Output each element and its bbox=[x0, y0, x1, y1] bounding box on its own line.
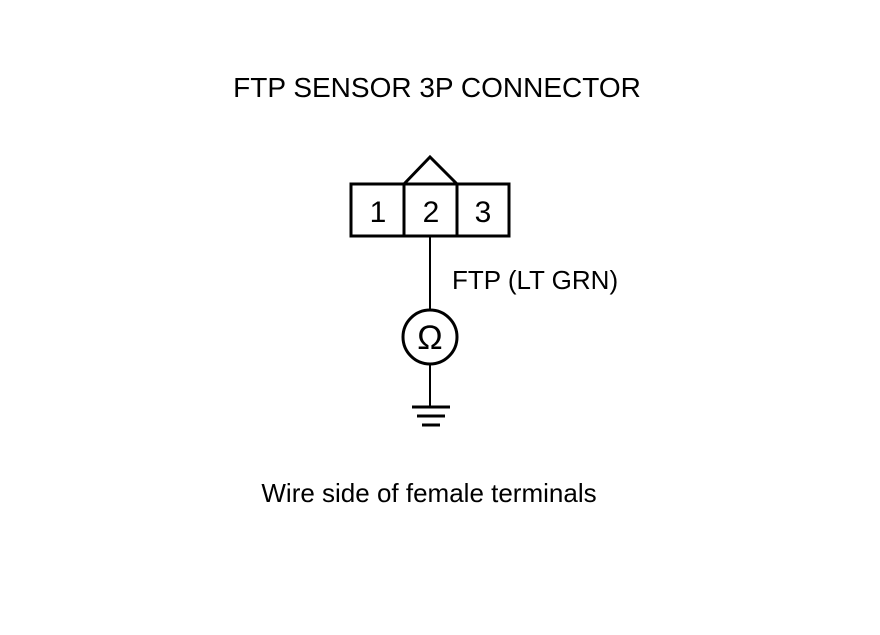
diagram-title: FTP SENSOR 3P CONNECTOR bbox=[233, 72, 641, 103]
ohmmeter-icon: Ω bbox=[401, 308, 459, 366]
connector-lock-tab bbox=[402, 154, 459, 186]
pin-label-1: 1 bbox=[370, 196, 387, 229]
ground-icon bbox=[412, 405, 450, 427]
wire-label: FTP (LT GRN) bbox=[452, 265, 618, 295]
pin-label-3: 3 bbox=[475, 196, 492, 229]
pin-label-2: 2 bbox=[423, 196, 440, 229]
diagram-caption: Wire side of female terminals bbox=[261, 478, 596, 508]
ohmmeter-symbol: Ω bbox=[417, 319, 442, 357]
